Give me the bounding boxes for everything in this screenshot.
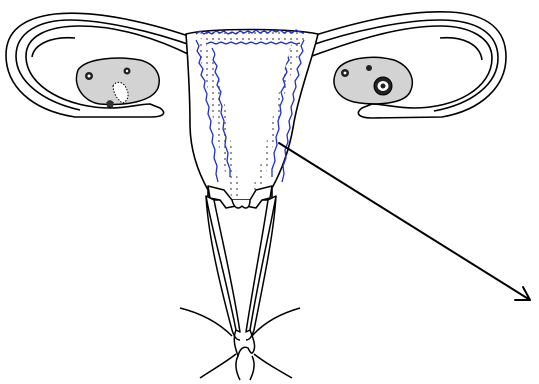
vagina (180, 196, 300, 380)
right-ovary (334, 57, 412, 104)
follicle-icon (366, 65, 372, 71)
pointer-arrow (279, 143, 530, 300)
released-ovum-icon (107, 101, 114, 108)
left-ovary (76, 58, 159, 107)
